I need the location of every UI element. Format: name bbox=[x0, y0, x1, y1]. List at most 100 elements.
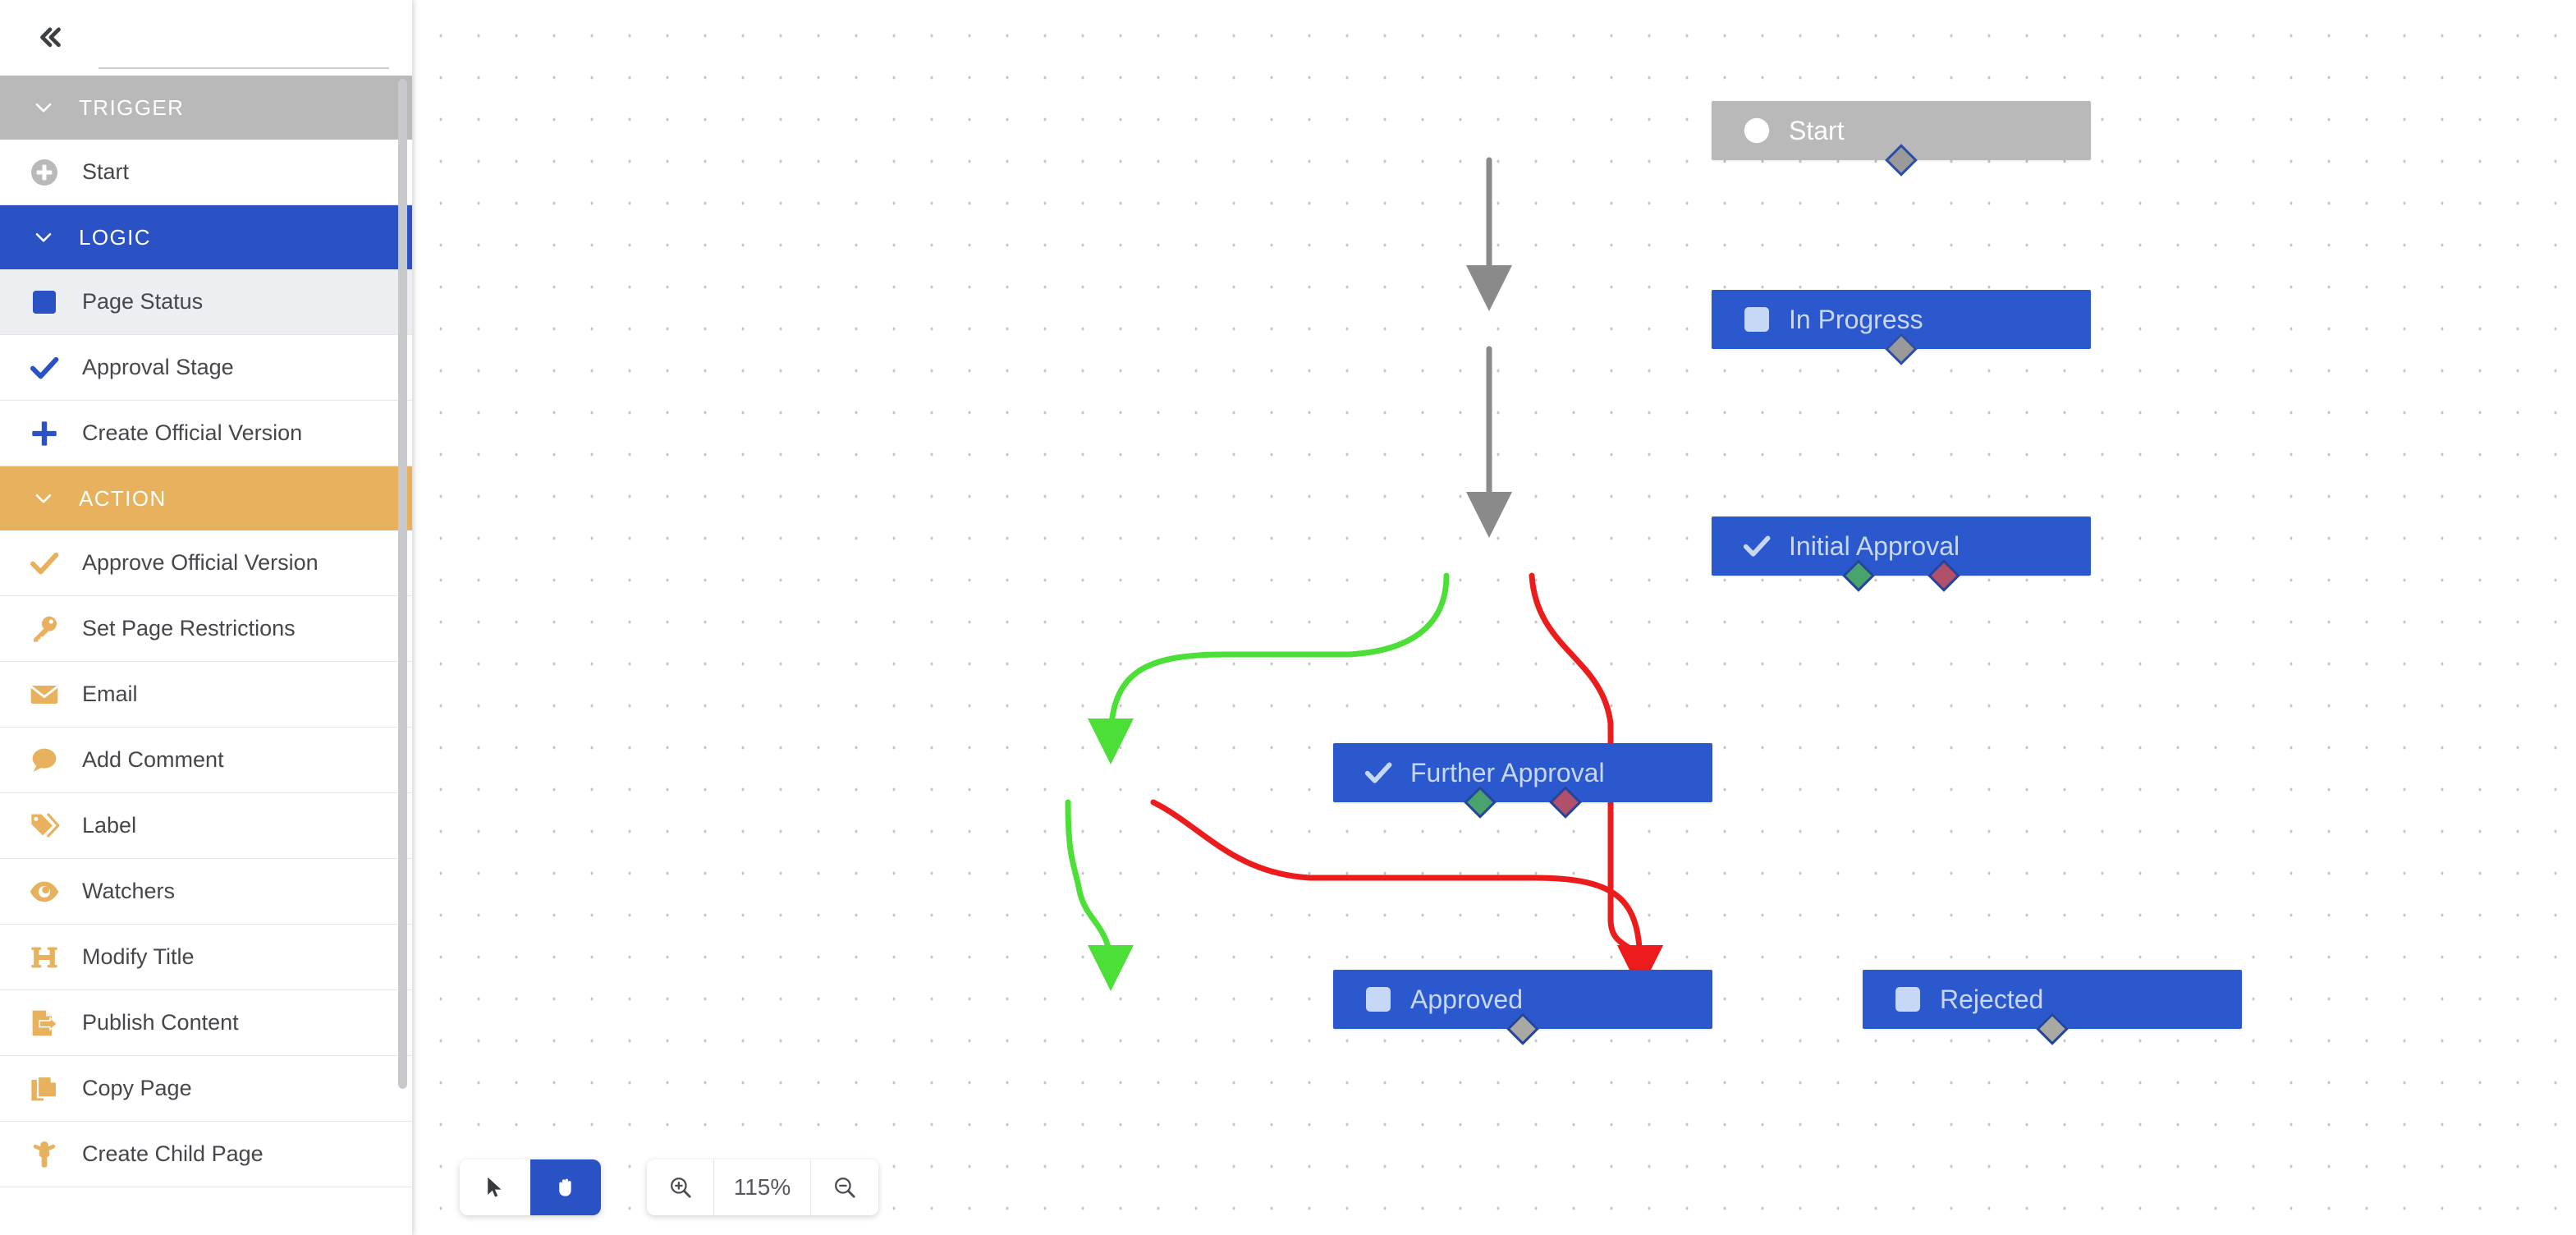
palette-item-label: Approve Official Version bbox=[82, 550, 319, 575]
edge-layer bbox=[1065, 157, 1663, 991]
palette-item-label: Approval Stage bbox=[82, 355, 234, 379]
plus-icon bbox=[28, 417, 74, 450]
zoom-in-button[interactable] bbox=[647, 1159, 714, 1215]
square-icon bbox=[1736, 307, 1777, 332]
zoom-out-button[interactable] bbox=[811, 1159, 878, 1215]
palette-item-label: Modify Title bbox=[82, 944, 195, 969]
zoom-out-icon bbox=[835, 1178, 855, 1198]
palette-item-label: Publish Content bbox=[82, 1010, 239, 1035]
comment-icon bbox=[28, 744, 74, 777]
square-icon bbox=[33, 290, 56, 314]
collapse-sidebar-button[interactable] bbox=[18, 5, 84, 71]
plus-circle-icon bbox=[1736, 115, 1777, 146]
square-icon bbox=[1895, 987, 1920, 1012]
palette-item-label: Create Official Version bbox=[82, 420, 303, 445]
workflow-node-label: Approved bbox=[1410, 984, 1523, 1014]
palette-group-header-action[interactable]: ACTION bbox=[0, 466, 412, 530]
plus-circle-icon bbox=[1744, 117, 1770, 144]
heading-h-icon bbox=[28, 941, 74, 974]
key-icon bbox=[28, 613, 74, 645]
palette-group-label: ACTION bbox=[79, 485, 167, 511]
tag-icon bbox=[28, 810, 74, 842]
cursor-arrow-icon bbox=[488, 1177, 502, 1197]
chevron-down-icon bbox=[31, 486, 56, 511]
workflow-node-label: Start bbox=[1789, 115, 1845, 145]
eye-icon bbox=[30, 881, 59, 902]
pan-tool-button[interactable] bbox=[530, 1159, 601, 1215]
check-icon bbox=[30, 356, 59, 379]
plus-icon bbox=[32, 420, 57, 446]
workflow-node-label: Initial Approval bbox=[1789, 530, 1960, 561]
check-icon bbox=[28, 351, 74, 384]
workflow-node-initial[interactable]: Initial Approval bbox=[1712, 516, 2091, 576]
palette-item-label: Start bbox=[82, 159, 130, 184]
palette-group-label: TRIGGER bbox=[79, 94, 185, 120]
sidebar-scrollbar-track[interactable] bbox=[398, 79, 407, 1104]
square-icon bbox=[1358, 987, 1399, 1012]
palette-item[interactable]: Set Page Restrictions bbox=[0, 596, 412, 662]
palette-item[interactable]: Publish Content bbox=[0, 990, 412, 1056]
hand-icon bbox=[559, 1178, 571, 1196]
sidebar-scrollbar-thumb[interactable] bbox=[398, 79, 407, 1089]
search-input[interactable] bbox=[99, 34, 389, 69]
workflow-edge bbox=[1065, 799, 1134, 991]
key-icon bbox=[34, 616, 57, 642]
palette-group-label: LOGIC bbox=[79, 224, 151, 250]
palette-item[interactable]: Email bbox=[0, 662, 412, 728]
workflow-node-label: Further Approval bbox=[1410, 757, 1605, 787]
chevron-down-icon bbox=[31, 95, 56, 120]
zoom-controls-group: 115% bbox=[647, 1159, 878, 1215]
palette-item-label: Copy Page bbox=[82, 1076, 192, 1100]
zoom-level-value[interactable]: 115% bbox=[714, 1159, 811, 1215]
child-person-icon bbox=[33, 1141, 56, 1168]
palette-item[interactable]: Watchers bbox=[0, 859, 412, 925]
square-icon bbox=[28, 286, 74, 319]
check-icon bbox=[1358, 757, 1399, 788]
palette-item[interactable]: Page Status bbox=[0, 269, 412, 335]
palette-group-header-logic[interactable]: LOGIC bbox=[0, 205, 412, 269]
palette-item-label: Create Child Page bbox=[82, 1141, 264, 1166]
workflow-node-label: Rejected bbox=[1940, 984, 2044, 1014]
palette-item[interactable]: Approval Stage bbox=[0, 335, 412, 401]
envelope-icon bbox=[28, 678, 74, 711]
palette-group-header-trigger[interactable]: TRIGGER bbox=[0, 76, 412, 140]
check-icon bbox=[1364, 762, 1392, 783]
copy-pages-icon bbox=[28, 1072, 74, 1105]
palette-item-label: Add Comment bbox=[82, 747, 224, 772]
plus-circle-icon bbox=[31, 158, 57, 186]
workflow-edge bbox=[1150, 799, 1663, 991]
palette-item-label: Watchers bbox=[82, 879, 176, 903]
chevron-down-icon bbox=[31, 225, 56, 250]
select-tool-button[interactable] bbox=[460, 1159, 530, 1215]
tag-icon bbox=[31, 812, 60, 838]
child-person-icon bbox=[28, 1138, 74, 1171]
palette-item[interactable]: Approve Official Version bbox=[0, 530, 412, 596]
comment-icon bbox=[32, 748, 57, 772]
workflow-node-further[interactable]: Further Approval bbox=[1333, 743, 1712, 802]
check-icon bbox=[1736, 530, 1777, 562]
search-field-wrapper bbox=[99, 34, 389, 76]
palette-item[interactable]: Modify Title bbox=[0, 925, 412, 990]
document-arrow-icon bbox=[32, 1010, 58, 1035]
palette-item[interactable]: Add Comment bbox=[0, 728, 412, 793]
palette-item-label: Set Page Restrictions bbox=[82, 616, 296, 640]
check-icon bbox=[1743, 535, 1771, 557]
workflow-node-label: In Progress bbox=[1789, 304, 1923, 334]
square-icon bbox=[1887, 987, 1928, 1012]
chevron-double-left-icon bbox=[40, 27, 61, 48]
palette-item[interactable]: Create Official Version bbox=[0, 401, 412, 466]
palette-item[interactable]: Start bbox=[0, 140, 412, 205]
palette-item-label: Page Status bbox=[82, 289, 204, 314]
palette-item-label: Email bbox=[82, 682, 138, 706]
chevron-down-icon bbox=[35, 232, 52, 242]
palette-item[interactable]: Copy Page bbox=[0, 1056, 412, 1122]
workflow-edge bbox=[1088, 572, 1450, 764]
sidebar-header bbox=[0, 0, 412, 76]
palette-item[interactable]: Label bbox=[0, 793, 412, 859]
palette-item[interactable]: Create Child Page bbox=[0, 1122, 412, 1187]
square-icon bbox=[1744, 307, 1769, 332]
chevron-down-icon bbox=[35, 494, 52, 503]
